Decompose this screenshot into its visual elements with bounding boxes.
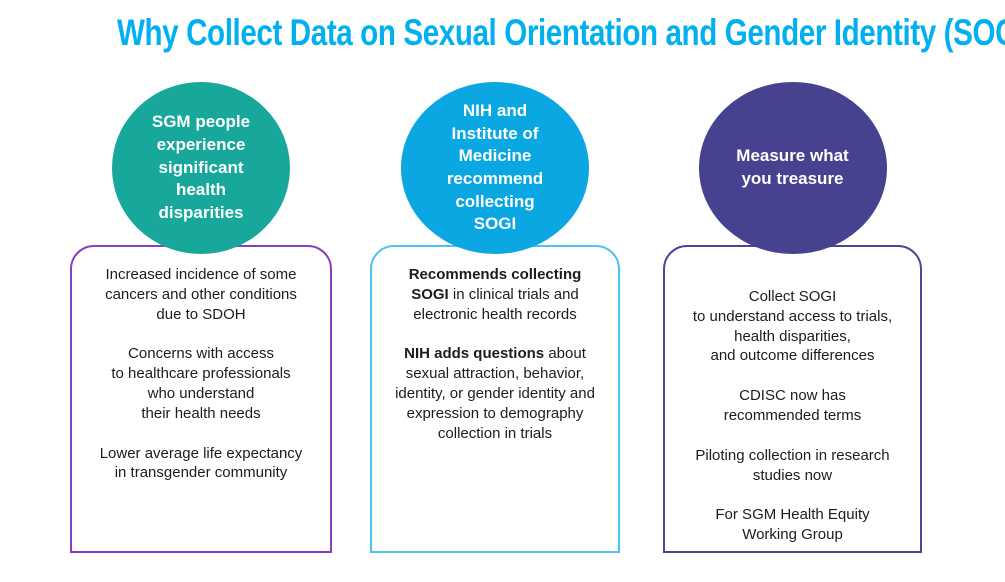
detail-paragraph: Lower average life expectancy in transge…	[78, 444, 324, 484]
slide-title-bar: Why Collect Data on Sexual Orientation a…	[0, 12, 1005, 54]
detail-paragraph: Increased incidence of some cancers and …	[78, 265, 324, 324]
reason-column-measure: Collect SOGI to understand access to tri…	[663, 0, 922, 582]
detail-paragraph: CDISC now has recommended terms	[671, 386, 914, 426]
detail-box-recommendations: Recommends collecting SOGI in clinical t…	[370, 245, 620, 553]
reason-circle-measure: Measure what you treasure	[698, 82, 887, 254]
reason-column-recommendations: Recommends collecting SOGI in clinical t…	[370, 0, 620, 582]
paragraph-text: about sexual attraction, behavior, ident…	[395, 345, 595, 442]
reason-circle-disparities: SGM people experience significant health…	[112, 82, 290, 254]
reason-circle-recommendations: NIH and Institute of Medicine recommend …	[401, 82, 589, 254]
circle-label: SGM people experience significant health…	[151, 112, 251, 222]
detail-paragraph: For SGM Health Equity Working Group	[671, 505, 914, 545]
paragraph-bold-text: Recommends collecting SOGI	[408, 266, 582, 303]
detail-paragraph: Piloting collection in research studies …	[671, 446, 914, 486]
paragraph-text: Lower average life expectancy in transge…	[99, 444, 303, 482]
detail-paragraph: Collect SOGI to understand access to tri…	[671, 287, 914, 366]
detail-paragraph: NIH adds questions about sexual attracti…	[378, 344, 612, 443]
paragraph-text: Increased incidence of some cancers and …	[105, 266, 297, 323]
circle-label: NIH and Institute of Medicine recommend …	[446, 101, 544, 234]
paragraph-text: in clinical trials and electronic health…	[413, 285, 579, 323]
detail-box-measure: Collect SOGI to understand access to tri…	[663, 245, 922, 553]
reason-column-disparities: Increased incidence of some cancers and …	[70, 0, 332, 582]
paragraph-text: Collect SOGI to understand access to tri…	[692, 288, 893, 365]
detail-box-disparities: Increased incidence of some cancers and …	[70, 245, 332, 553]
paragraph-text: Piloting collection in research studies …	[695, 446, 890, 484]
detail-paragraph: Recommends collecting SOGI in clinical t…	[378, 265, 612, 324]
detail-paragraph: Concerns with access to healthcare profe…	[78, 344, 324, 423]
page-title: Why Collect Data on Sexual Orientation a…	[116, 12, 1005, 53]
paragraph-bold-text: NIH adds questions	[404, 345, 545, 363]
paragraph-text: For SGM Health Equity Working Group	[715, 506, 870, 544]
circle-label: Measure what you treasure	[736, 146, 849, 188]
paragraph-text: Concerns with access to healthcare profe…	[111, 345, 291, 422]
paragraph-text: CDISC now has recommended terms	[723, 387, 862, 424]
